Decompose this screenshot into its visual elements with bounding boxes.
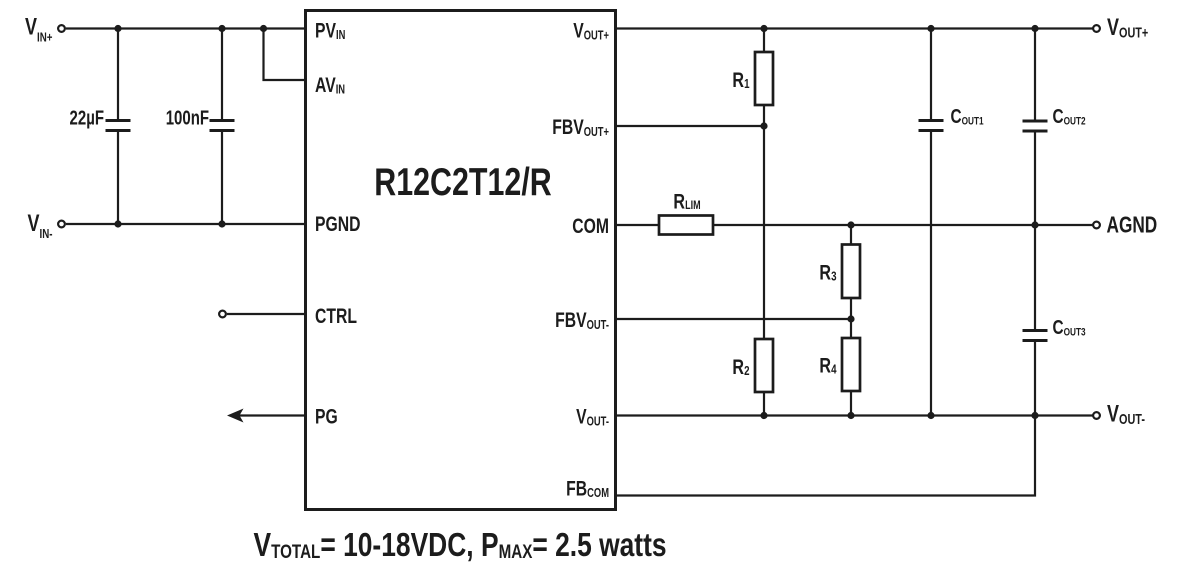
junction-vinp-cap1 — [114, 24, 122, 33]
pin-label-fbvoutn: FBVOUT- — [555, 308, 609, 333]
label-cout3: COUT3 — [1053, 316, 1087, 339]
junction-vinn-cap1 — [114, 220, 122, 228]
junction-vinp-avin — [259, 24, 268, 33]
junction-voutp-r1 — [760, 24, 768, 33]
label-rlim: RLIM — [673, 190, 700, 214]
label-r4: R4 — [819, 354, 837, 378]
caption-rating: VTOTAL= 10-18VDC, PMAX= 2.5 watts — [254, 527, 667, 563]
terminal-vout-plus — [1091, 24, 1101, 34]
junction-voutp-cout1 — [927, 24, 935, 33]
label-cap-22uf: 22µF — [70, 106, 105, 129]
pin-label-voutp: VOUT+ — [573, 18, 609, 43]
junction-vinp-cap2 — [218, 24, 226, 33]
junction-fbvoutn-r4 — [847, 315, 855, 323]
resistor-rlim — [657, 214, 715, 236]
wire-fbcom — [615, 415, 1037, 497]
label-r3: R3 — [819, 261, 836, 285]
terminal-agnd — [1091, 220, 1101, 230]
resistor-r1 — [753, 50, 775, 107]
label-r1: R1 — [732, 69, 750, 93]
pg-arrow-head — [227, 408, 244, 423]
pin-label-fbcom: FBCOM — [566, 476, 609, 500]
junction-vinn-cap2 — [218, 220, 226, 228]
label-cout1: COUT1 — [951, 105, 985, 128]
label-vin-plus: VIN+ — [25, 14, 53, 45]
junction-voutn-cout1 — [927, 411, 935, 420]
label-agnd: AGND — [1107, 213, 1158, 238]
pin-label-com: COM — [572, 214, 609, 238]
terminal-vin-plus — [56, 24, 66, 34]
pin-label-pvin: PVIN — [315, 18, 345, 42]
junction-com-cout2 — [1031, 221, 1039, 229]
pin-label-pgnd: PGND — [315, 212, 360, 236]
pin-label-voutn: VOUT- — [576, 404, 609, 429]
terminal-ctrl — [218, 309, 228, 319]
junction-fbvoutp-r1 — [760, 122, 768, 130]
pin-label-avin: AVIN — [315, 73, 345, 97]
pin-label-ctrl: CTRL — [315, 304, 357, 328]
label-vout-plus: VOUT+ — [1107, 15, 1148, 41]
label-cap-100nf: 100nF — [166, 106, 209, 129]
junction-voutn-cout3 — [1031, 411, 1039, 420]
label-vin-minus: VIN- — [27, 211, 52, 242]
junction-voutn-r4 — [847, 411, 855, 420]
terminal-vin-minus — [56, 219, 66, 229]
terminal-vout-minus — [1091, 411, 1101, 421]
resistor-r4 — [840, 336, 862, 393]
pin-label-pg: PG — [315, 404, 338, 428]
module-body — [304, 9, 617, 511]
module-title: R12C2T12/R — [374, 160, 552, 203]
pin-label-fbvoutp: FBVOUT+ — [552, 115, 609, 140]
junction-voutp-cout2 — [1031, 24, 1039, 33]
label-cout2: COUT2 — [1053, 105, 1087, 128]
label-vout-minus: VOUT- — [1107, 401, 1145, 427]
resistor-r2 — [753, 337, 775, 394]
junction-com-r3 — [847, 221, 855, 229]
wire-avin-branch — [262, 28, 306, 82]
label-r2: R2 — [732, 356, 749, 380]
junction-voutn-r2 — [760, 411, 768, 420]
resistor-r3 — [840, 243, 862, 300]
